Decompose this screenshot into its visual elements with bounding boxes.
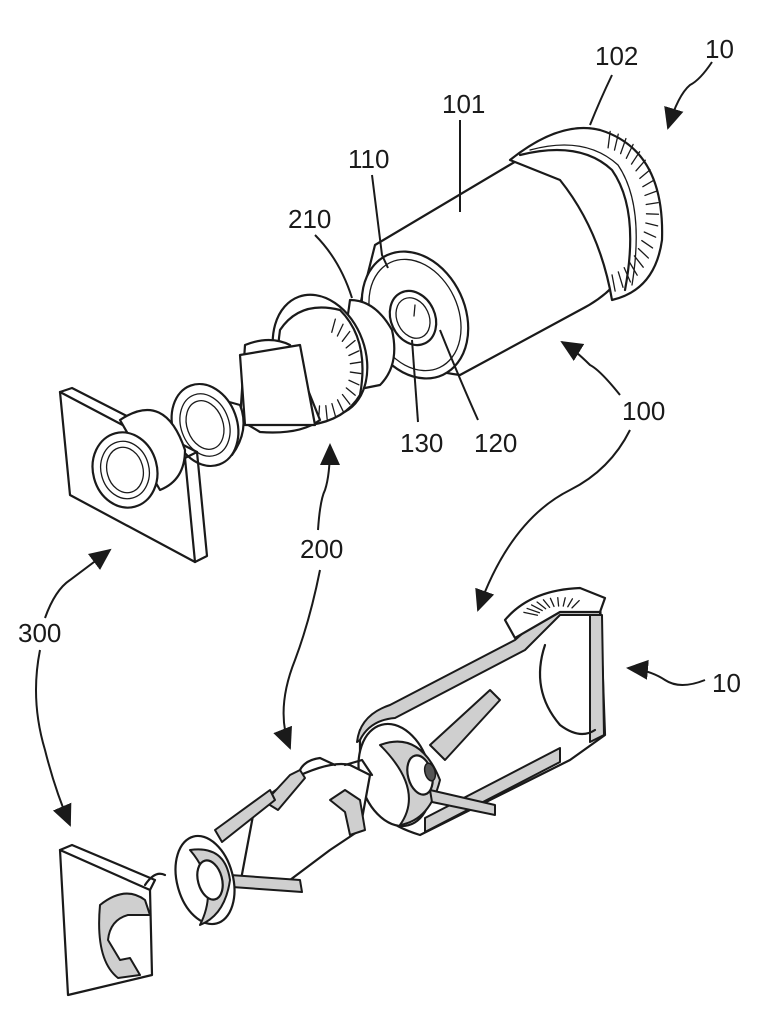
leader-300-top xyxy=(44,548,112,619)
label-102: 102 xyxy=(595,41,638,71)
leader-300-bottom xyxy=(35,649,72,827)
coupling-nut xyxy=(238,293,396,434)
leader-200-top xyxy=(317,443,340,531)
nozzle-section xyxy=(174,756,374,926)
label-120: 120 xyxy=(474,428,517,458)
plate-section xyxy=(58,843,167,997)
leader-10-top xyxy=(664,61,713,130)
label-300: 300 xyxy=(18,618,61,648)
leader-130 xyxy=(411,339,419,423)
threaded-ring xyxy=(170,382,245,468)
label-210: 210 xyxy=(288,204,331,234)
leader-210 xyxy=(314,234,353,299)
label-10-top: 10 xyxy=(705,34,734,64)
container-section xyxy=(356,586,607,837)
leader-102 xyxy=(589,74,613,126)
mounting-plate xyxy=(58,386,209,564)
leader-110 xyxy=(371,174,389,269)
label-200: 200 xyxy=(300,534,343,564)
leader-100-bottom xyxy=(475,429,631,612)
label-101: 101 xyxy=(442,89,485,119)
leader-10-bottom xyxy=(626,659,706,686)
leader-100-top xyxy=(560,340,621,396)
leader-120 xyxy=(439,329,479,421)
label-10-bottom: 10 xyxy=(712,668,741,698)
label-110: 110 xyxy=(348,144,389,174)
label-130: 130 xyxy=(400,428,443,458)
leader-200-bottom xyxy=(273,569,321,750)
cap-ring xyxy=(508,126,664,302)
label-100: 100 xyxy=(622,396,665,426)
